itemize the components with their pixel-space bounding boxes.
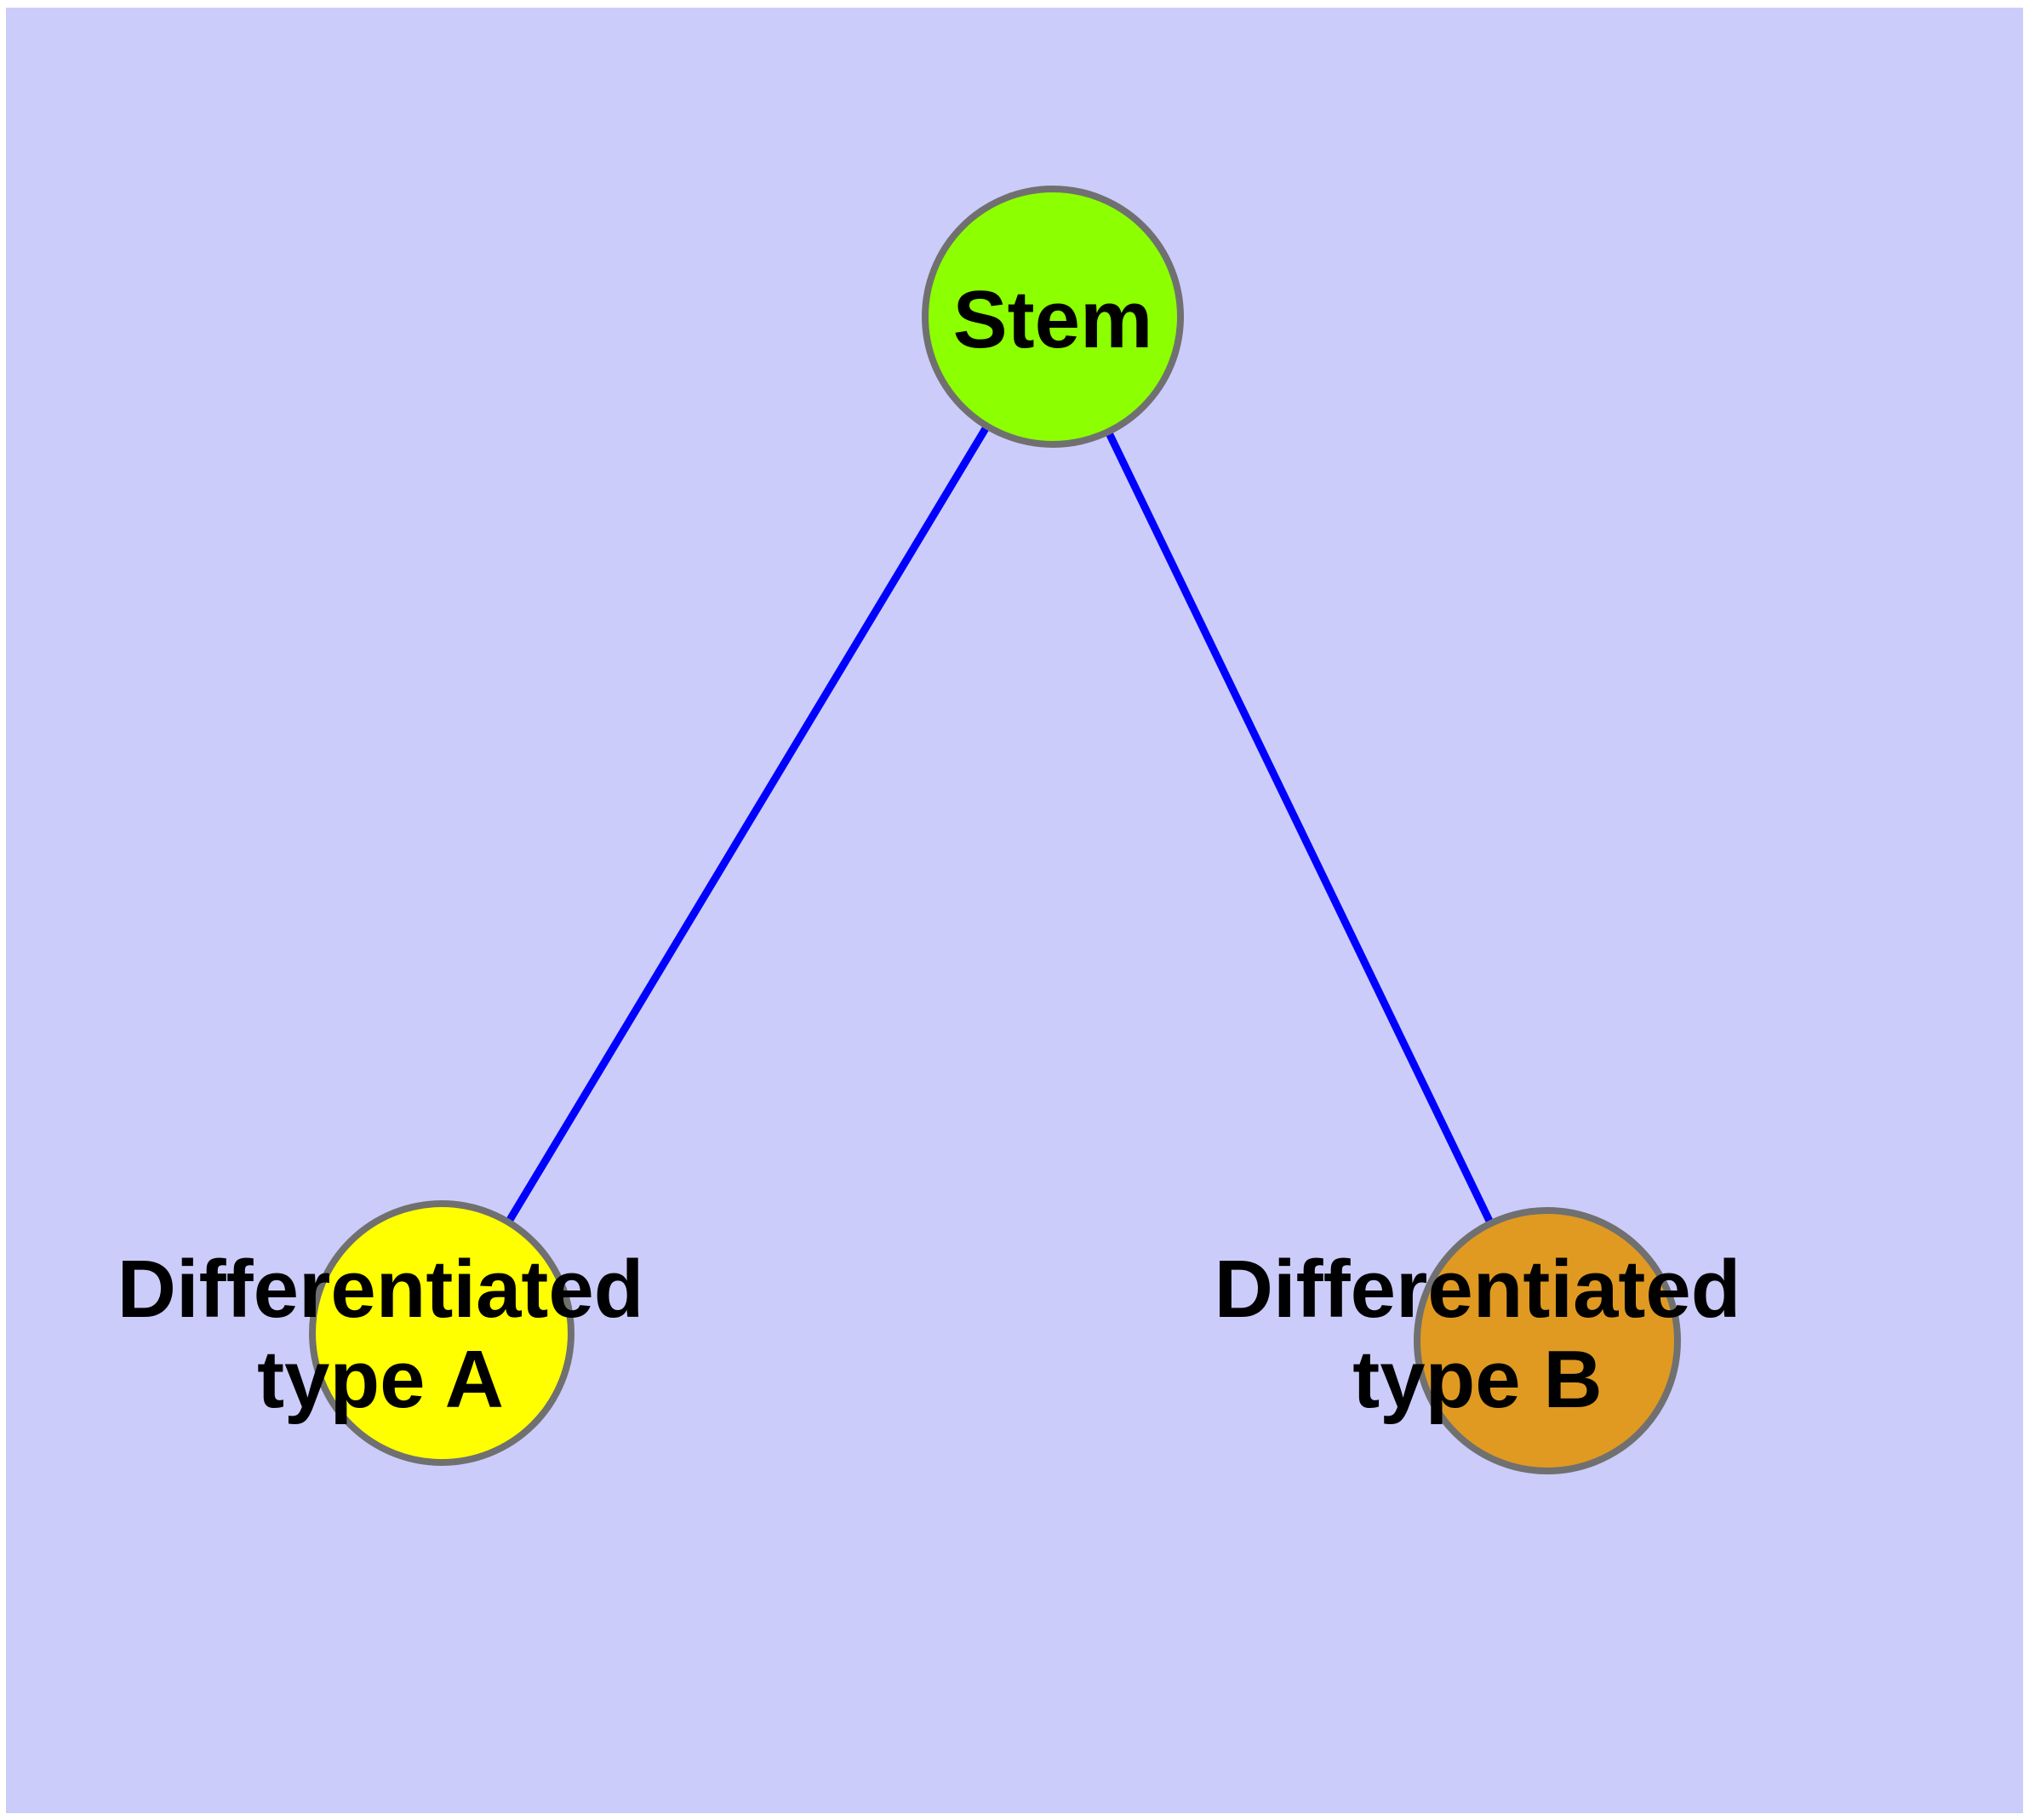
label-layer: Stem Differentiated type A Differentiate… [117,274,1741,1425]
node-label-differentiated-type-a-line1: Differentiated [117,1244,644,1335]
node-differentiated-type-a[interactable] [309,1200,574,1466]
node-label-differentiated-type-b-line1: Differentiated [1215,1244,1741,1335]
edge-layer [438,314,1552,1342]
node-layer [309,186,1681,1474]
edge-stem-to-differentiated-type-a[interactable] [438,314,1056,1336]
node-label-differentiated-type-b-line2: type B [1352,1334,1602,1425]
node-label-differentiated-type-a-line2: type A [257,1334,504,1425]
edge-stem-to-differentiated-type-b[interactable] [1049,315,1552,1342]
node-label-stem: Stem [953,274,1153,365]
node-differentiated-type-b[interactable] [1414,1207,1681,1474]
node-stem[interactable] [922,186,1184,448]
